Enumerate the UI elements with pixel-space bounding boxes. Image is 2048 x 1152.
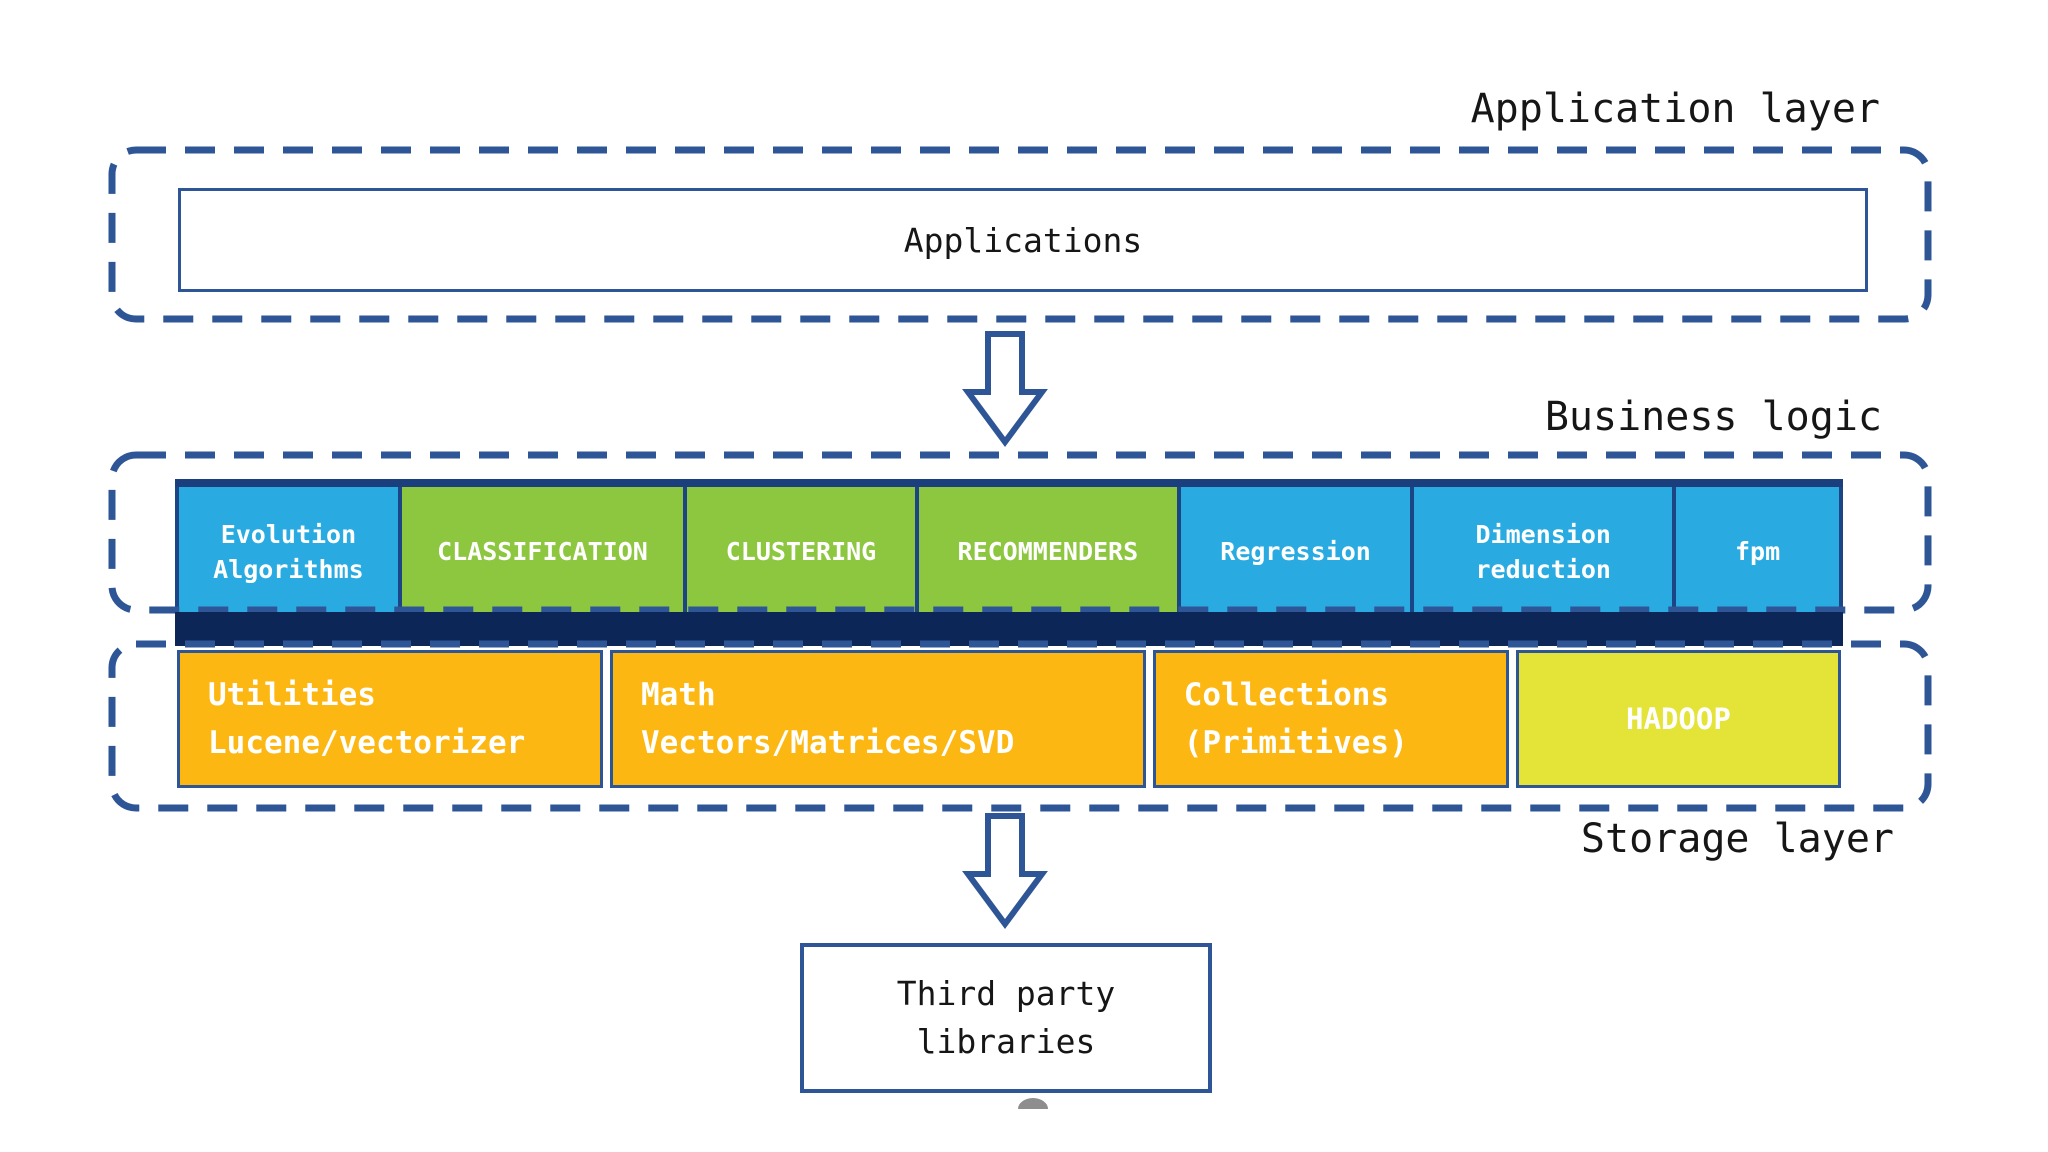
business-box-regression: Regression <box>1180 487 1415 616</box>
business-box-label: CLUSTERING <box>725 537 877 566</box>
business-box-label: Evolution Algorithms <box>213 519 364 584</box>
storage-box-line1: Collections <box>1183 676 1390 713</box>
applications-box-label: Applications <box>903 220 1143 260</box>
storage-box-collections: Collections (Primitives) <box>1152 650 1509 788</box>
business-box-label: fpm <box>1735 537 1781 566</box>
business-logic-label: Business logic <box>1544 394 1882 440</box>
business-logic-row: Evolution Algorithms CLASSIFICATION CLUS… <box>175 487 1843 616</box>
storage-box-line2: (Primitives) <box>1183 725 1408 761</box>
storage-box-line1: HADOOP <box>1626 701 1731 736</box>
navy-divider-bar <box>175 612 1843 646</box>
business-box-clustering: CLUSTERING <box>687 487 919 616</box>
gray-bump-artifact <box>1018 1098 1048 1109</box>
business-box-evolution-algorithms: Evolution Algorithms <box>175 487 402 616</box>
applications-box: Applications <box>178 188 1868 292</box>
business-box-fpm: fpm <box>1676 487 1843 616</box>
storage-box-line1: Utilities <box>208 676 376 713</box>
arrow-down-icon <box>962 813 1048 930</box>
business-box-label: Dimension reduction <box>1475 519 1611 584</box>
arrow-down-icon <box>962 331 1048 448</box>
business-box-label: CLASSIFICATION <box>437 537 648 566</box>
storage-box-line2: Vectors/Matrices/SVD <box>640 725 1015 761</box>
business-box-recommenders: RECOMMENDERS <box>918 487 1181 616</box>
storage-layer-row: Utilities Lucene/vectorizer Math Vectors… <box>177 650 1841 788</box>
storage-box-line1: Math <box>640 676 716 713</box>
storage-box-hadoop: HADOOP <box>1515 650 1841 788</box>
third-party-libraries-box: Third party libraries <box>800 943 1212 1093</box>
business-box-label: RECOMMENDERS <box>957 537 1139 566</box>
business-box-classification: CLASSIFICATION <box>401 487 688 616</box>
storage-box-utilities: Utilities Lucene/vectorizer <box>177 650 603 788</box>
storage-box-line2: Lucene/vectorizer <box>208 725 526 761</box>
third-party-line1: Third party <box>896 974 1116 1014</box>
storage-layer-label: Storage layer <box>1580 816 1894 862</box>
application-layer-label: Application layer <box>1470 86 1880 132</box>
business-box-label: Regression <box>1220 537 1371 566</box>
business-box-dimension-reduction: Dimension reduction <box>1414 487 1677 616</box>
storage-box-math: Math Vectors/Matrices/SVD <box>609 650 1146 788</box>
third-party-line2: libraries <box>916 1022 1096 1061</box>
